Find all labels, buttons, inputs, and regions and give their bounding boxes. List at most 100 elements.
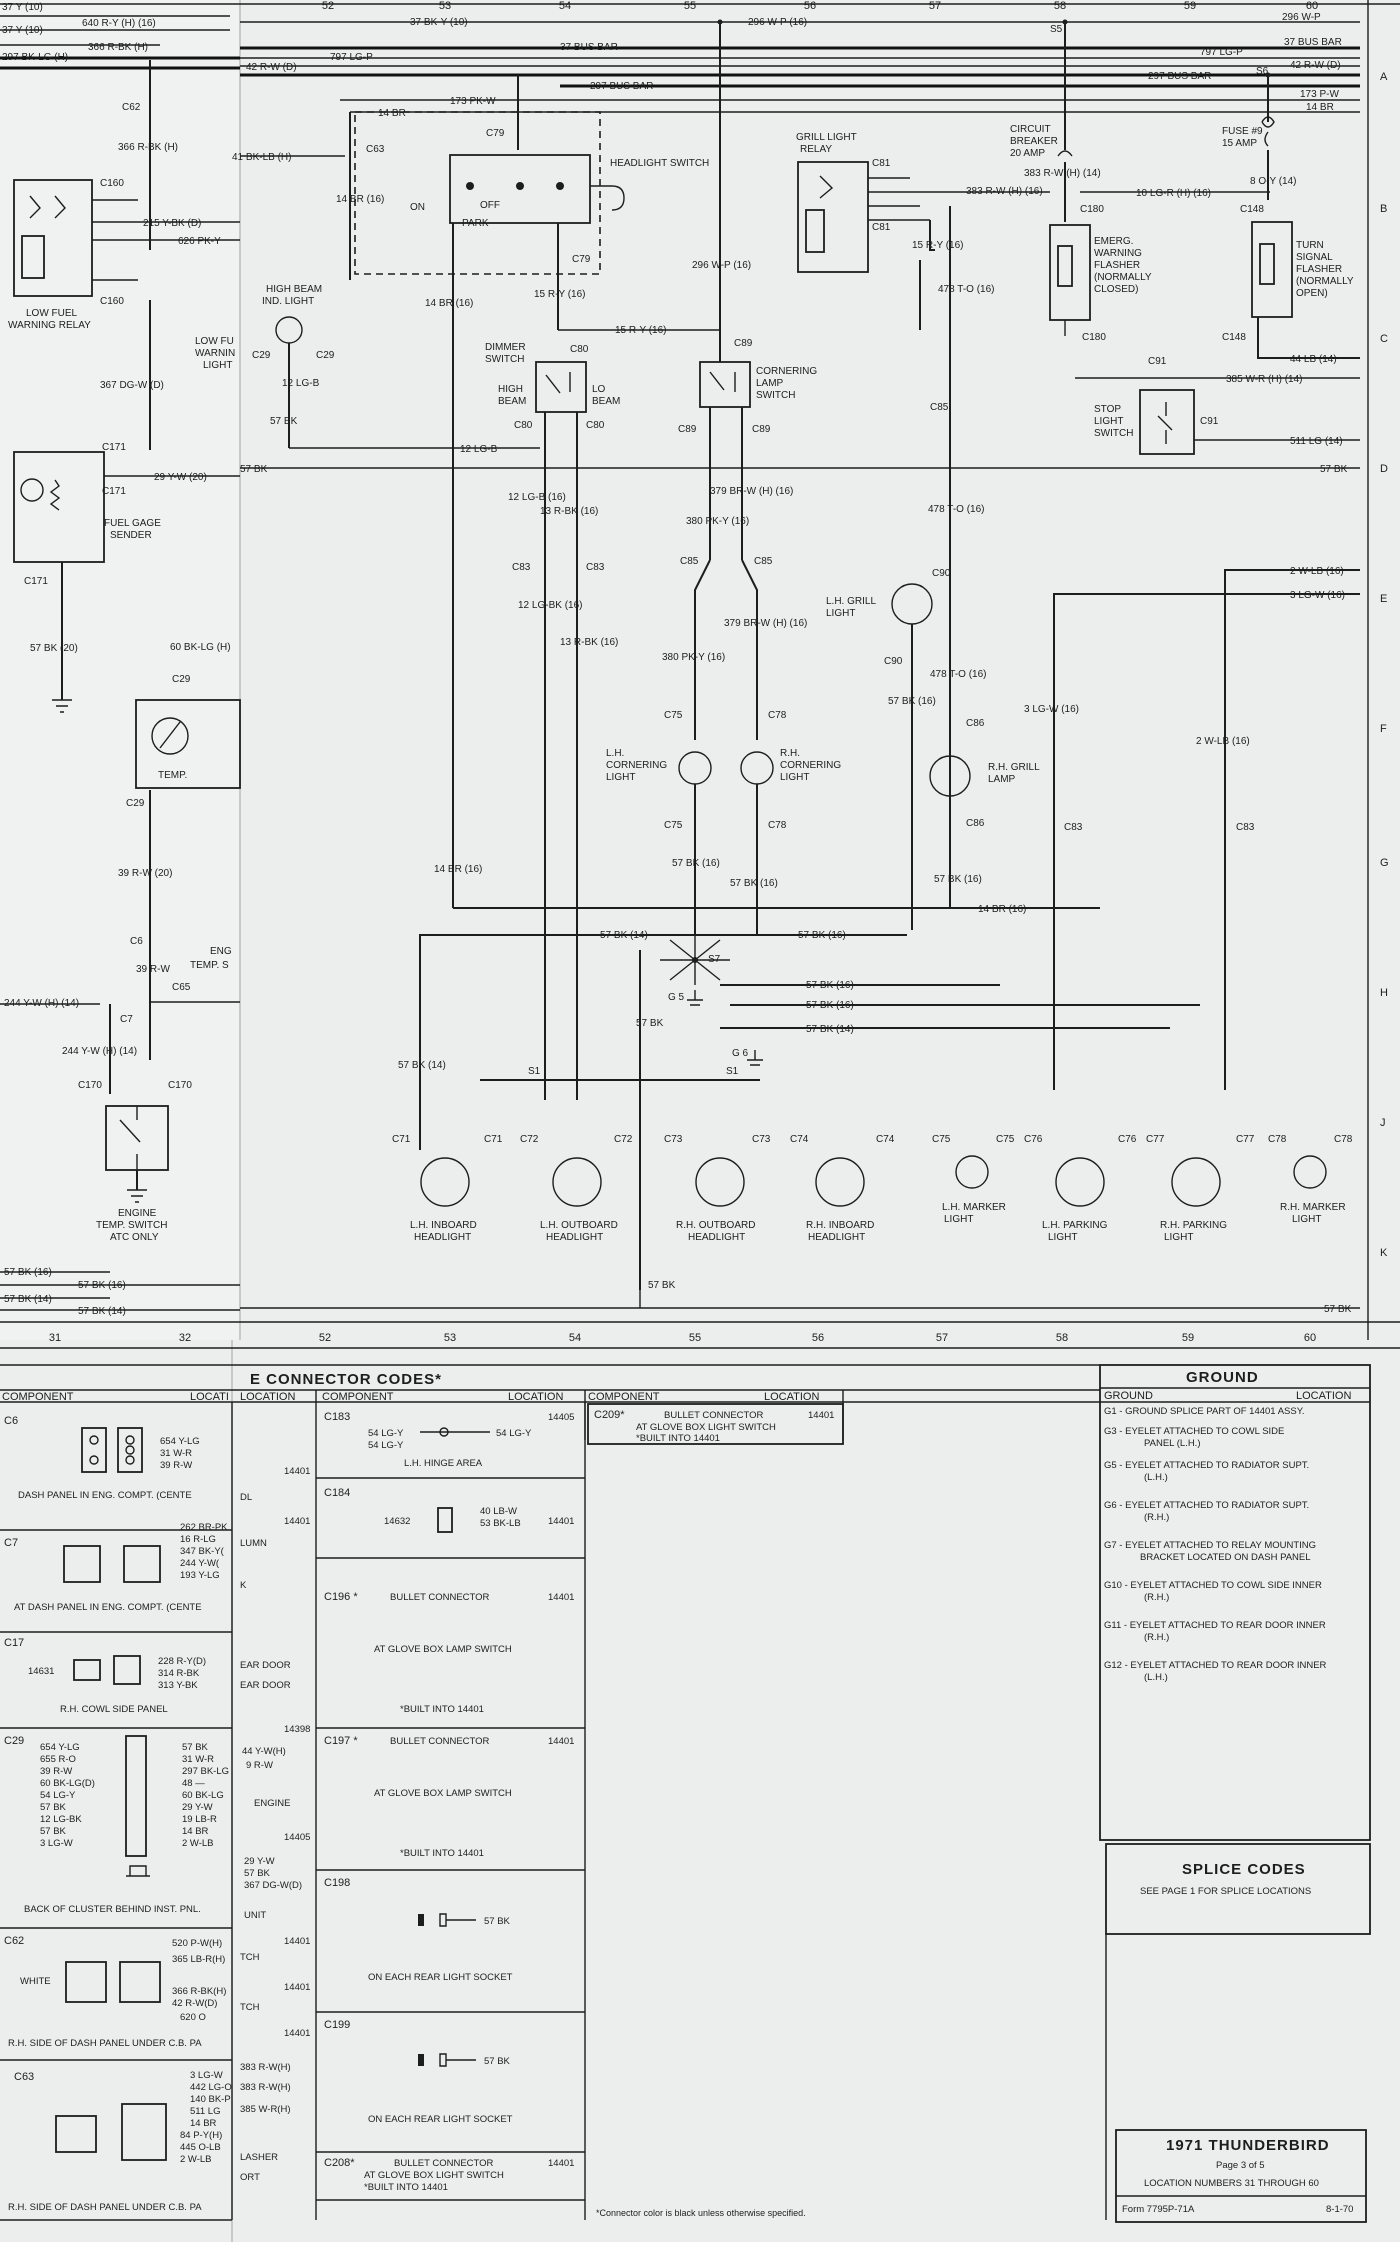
c29-l1: 654 Y-LG xyxy=(40,1742,80,1753)
c91-a: C91 xyxy=(1148,356,1167,367)
wire-13rbk16b: 13 R-BK (16) xyxy=(560,637,618,648)
c75-m-b: C75 xyxy=(996,1134,1015,1145)
c29-l7: 12 LG-BK xyxy=(40,1814,82,1825)
c29-l5: 54 LG-Y xyxy=(40,1790,76,1801)
c80-a: C80 xyxy=(570,344,589,355)
c184-w1: 40 LB-W xyxy=(480,1506,517,1517)
card-c29: C29 654 Y-LG 655 R-O 39 R-W 60 BK-LG(D) … xyxy=(0,1735,232,1929)
c29-r1: 57 BK xyxy=(182,1742,209,1753)
fuse-turn-flasher: FUSE #9 15 AMP 8 O-Y (14) C148 TURN SIGN… xyxy=(1075,75,1360,385)
gnd-g5: G 5 xyxy=(668,992,685,1003)
fuse-2: 15 AMP xyxy=(1222,138,1257,149)
r-wire-297bus: 297 BUS BAR xyxy=(1148,71,1211,82)
card-c198: C198 57 BK ON EACH REAR LIGHT SOCKET xyxy=(316,1877,585,2013)
c29-l8: 57 BK xyxy=(40,1826,67,1837)
cornering-lamp-switch: 296 W-P (16) C89 CORNERING LAMP SWITCH C… xyxy=(606,22,841,935)
c74-a: C74 xyxy=(790,1134,809,1145)
row-letters: A B C D E F G H J K xyxy=(1367,0,1389,1340)
grid-top-56: 56 xyxy=(804,0,816,12)
c198-wire: 57 BK xyxy=(484,1916,511,1927)
c62-w3: 366 R-BK(H) xyxy=(172,1986,226,1997)
card-c199: C199 57 BK ON EACH REAR LIGHT SOCKET xyxy=(316,2019,585,2153)
fuse-1: FUSE #9 xyxy=(1222,126,1263,137)
p4: K xyxy=(240,1580,247,1591)
c208-t2: AT GLOVE BOX LIGHT SWITCH xyxy=(364,2170,504,2181)
row-J: J xyxy=(1380,1117,1386,1129)
c62-label: C62 xyxy=(122,102,141,113)
rh-inb-2: HEADLIGHT xyxy=(808,1232,865,1243)
eng-temp-sw-3: ATC ONLY xyxy=(110,1232,159,1243)
c78-a: C78 xyxy=(768,710,787,721)
c183-w3: 54 LG-Y xyxy=(496,1428,532,1439)
rh-park-1: R.H. PARKING xyxy=(1160,1220,1227,1231)
c85-b: C85 xyxy=(754,556,773,567)
top-wire-173: 173 PK-W xyxy=(450,96,496,107)
dimmer-1: DIMMER xyxy=(485,342,526,353)
p25: LASHER xyxy=(240,2152,278,2163)
c63-w8: 2 W-LB xyxy=(180,2154,212,2165)
lh-marker-2: LIGHT xyxy=(944,1214,973,1225)
wire-57bk-hb: 57 BK xyxy=(270,416,298,427)
splice-title: SPLICE CODES xyxy=(1182,1861,1306,1878)
p11: ENGINE xyxy=(254,1798,290,1809)
p5: 14401 xyxy=(284,1516,310,1527)
c196-t3: *BUILT INTO 14401 xyxy=(400,1704,484,1715)
wire-385: 385 W-R (H) (14) xyxy=(1226,374,1303,385)
rh-outb-1: R.H. OUTBOARD xyxy=(676,1220,755,1231)
g10-b: (R.H.) xyxy=(1144,1592,1169,1603)
c183-loc: 14405 xyxy=(548,1412,574,1423)
dimmer-lo-1: LO xyxy=(592,384,606,395)
splice-s1-a: S1 xyxy=(528,1066,541,1077)
rh-marker-2: LIGHT xyxy=(1292,1214,1321,1225)
tb-date: 8-1-70 xyxy=(1326,2204,1353,2215)
c17-loc: R.H. COWL SIDE PANEL xyxy=(60,1704,168,1715)
hdr-wire-4: 366 R-BK (H) xyxy=(88,42,148,53)
card-c6: C6 654 Y-LG 31 W-R 39 R-W DASH PANEL IN … xyxy=(0,1415,232,1531)
wire-57bk-d: 57 BK xyxy=(240,464,268,475)
card-c196: C196 * BULLET CONNECTOR 14401 AT GLOVE B… xyxy=(316,1591,585,1729)
row-F: F xyxy=(1380,723,1387,735)
wire-478c: 478 T-O (16) xyxy=(930,669,987,680)
top-wire-296: 296 W-P (16) xyxy=(748,17,807,28)
g3-a: G3 - EYELET ATTACHED TO COWL SIDE xyxy=(1104,1426,1284,1437)
hdr-wire-2: 640 R-Y (H) (16) xyxy=(82,18,156,29)
ground-table: GROUND GROUND LOCATION G1 - GROUND SPLIC… xyxy=(1099,1364,1371,1841)
c63-label: C63 xyxy=(366,144,385,155)
c7-loc: AT DASH PANEL IN ENG. COMPT. (CENTE xyxy=(14,1602,202,1613)
tb-page: Page 3 of 5 xyxy=(1216,2160,1265,2171)
g11-b: (R.H.) xyxy=(1144,1632,1169,1643)
c197-t2: AT GLOVE BOX LAMP SWITCH xyxy=(374,1788,512,1799)
card-c209: C209* BULLET CONNECTOR 14401 AT GLOVE BO… xyxy=(587,1403,844,1445)
grid-top-57: 57 xyxy=(929,0,941,12)
wire-57bk16-b: 57 BK (16) xyxy=(798,930,846,941)
c63-w4: 511 LG xyxy=(190,2106,220,2117)
c171-a: C171 xyxy=(102,442,126,453)
c160-bot: C160 xyxy=(100,296,124,307)
bg-55: 55 xyxy=(689,1332,701,1344)
g10-a: G10 - EYELET ATTACHED TO COWL SIDE INNER xyxy=(1104,1580,1322,1591)
c29-hb-a: C29 xyxy=(252,350,271,361)
c74-b: C74 xyxy=(876,1134,895,1145)
lh-outb-2: HEADLIGHT xyxy=(546,1232,603,1243)
grill-relay-2: RELAY xyxy=(800,144,832,155)
hs-off: OFF xyxy=(480,200,500,211)
wire-57bk20: 57 BK (20) xyxy=(30,643,78,654)
ground-h2: LOCATION xyxy=(1296,1390,1351,1402)
emerg-5: CLOSED) xyxy=(1094,284,1138,295)
top-wire-37bky: 37 BK-Y (10) xyxy=(410,17,468,28)
dimmer-high-1: HIGH xyxy=(498,384,523,395)
wire-478b: 478 T-O (16) xyxy=(928,504,985,515)
card-c183: C183 14405 54 LG-Y 54 LG-Y 54 LG-Y L.H. … xyxy=(316,1411,585,1479)
splice-codes: SPLICE CODES SEE PAGE 1 FOR SPLICE LOCAT… xyxy=(1105,1843,1371,2220)
low-fuel-relay-1: LOW FUEL xyxy=(26,308,78,319)
headlight-switch: C63 41 BK-LB (H) C79 HEADLIGHT SWITCH ON… xyxy=(232,75,709,908)
cb-3: 20 AMP xyxy=(1010,148,1045,159)
c197-code: C197 * xyxy=(324,1735,358,1747)
cc-h2: LOCATI xyxy=(190,1391,229,1403)
wire-3lgw-b: 3 LG-W (16) xyxy=(1024,704,1079,715)
card-c184: C184 14632 40 LB-W 53 BK-LB 14401 xyxy=(316,1487,585,1559)
rh-corner-1: R.H. xyxy=(780,748,800,759)
g1-a: G1 - GROUND SPLICE PART OF 14401 ASSY. xyxy=(1104,1406,1304,1417)
bottom-grid: 31 32 52 53 54 55 56 57 58 59 60 xyxy=(0,1321,1400,1349)
